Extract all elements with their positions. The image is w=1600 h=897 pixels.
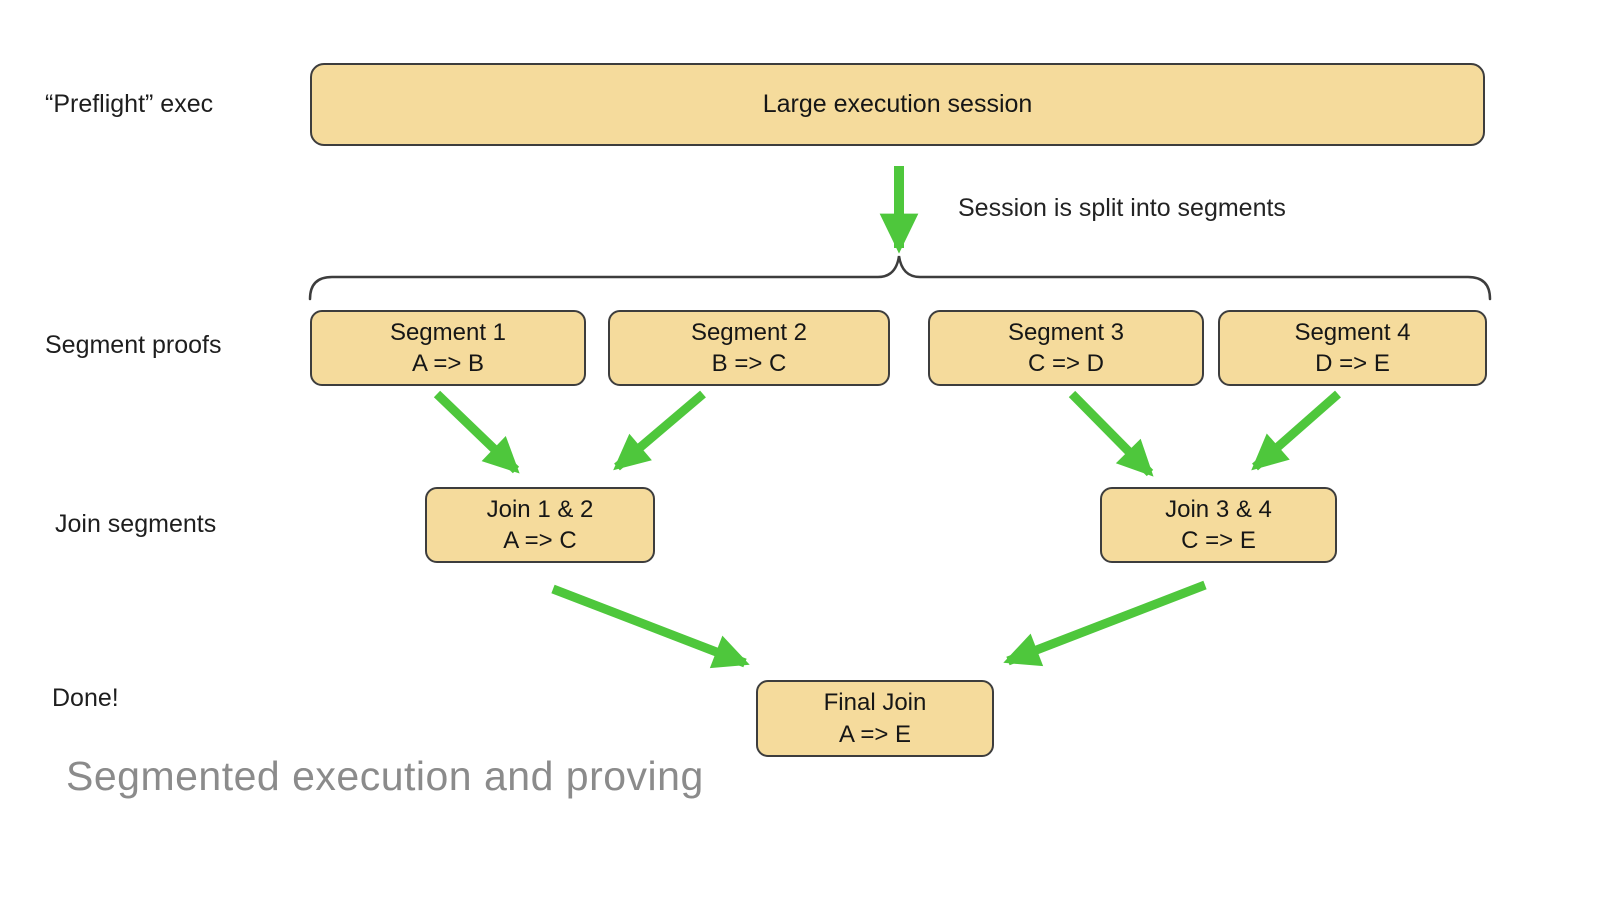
segment-2-transition: B => C [711, 350, 787, 377]
large-execution-session-label: Large execution session [762, 90, 1033, 119]
segment-1-transition: A => B [411, 350, 485, 377]
row-label-segment-proofs: Segment proofs [45, 331, 222, 359]
segment-1-title: Segment 1 [389, 318, 507, 346]
final-join-title: Final Join [823, 689, 927, 717]
row-label-done: Done! [52, 684, 119, 712]
row-label-preflight-exec: “Preflight” exec [45, 90, 214, 118]
arrow-segment2-to-join12 [613, 390, 706, 471]
arrow-join34-to-final [1003, 580, 1207, 667]
final-join-box: Final Join A => E [756, 680, 994, 757]
row-label-join-segments: Join segments [55, 510, 217, 538]
segment-4-box: Segment 4 D => E [1218, 310, 1487, 386]
join-1-2-title: Join 1 & 2 [486, 495, 594, 523]
arrow-segment3-to-join34 [1068, 390, 1154, 477]
join-3-4-box: Join 3 & 4 C => E [1100, 487, 1337, 563]
segment-1-box: Segment 1 A => B [310, 310, 586, 386]
segment-3-box: Segment 3 C => D [928, 310, 1204, 386]
split-note: Session is split into segments [958, 194, 1286, 222]
large-execution-session-box: Large execution session [310, 63, 1485, 146]
arrow-segment4-to-join34 [1251, 390, 1341, 471]
join-1-2-box: Join 1 & 2 A => C [425, 487, 655, 563]
segment-3-transition: C => D [1027, 350, 1105, 377]
final-join-transition: A => E [838, 720, 912, 748]
segments-brace [308, 255, 1492, 301]
segment-3-title: Segment 3 [1007, 318, 1125, 346]
segment-2-box: Segment 2 B => C [608, 310, 890, 386]
segment-4-title: Segment 4 [1294, 318, 1411, 346]
segment-2-title: Segment 2 [690, 318, 808, 346]
arrow-join12-to-final [551, 584, 750, 669]
slide-caption: Segmented execution and proving [66, 753, 704, 799]
join-1-2-transition: A => C [503, 527, 577, 554]
join-3-4-transition: C => E [1181, 527, 1256, 554]
join-3-4-title: Join 3 & 4 [1165, 495, 1272, 523]
arrow-segment1-to-join12 [433, 390, 520, 474]
segment-4-transition: D => E [1315, 350, 1390, 377]
